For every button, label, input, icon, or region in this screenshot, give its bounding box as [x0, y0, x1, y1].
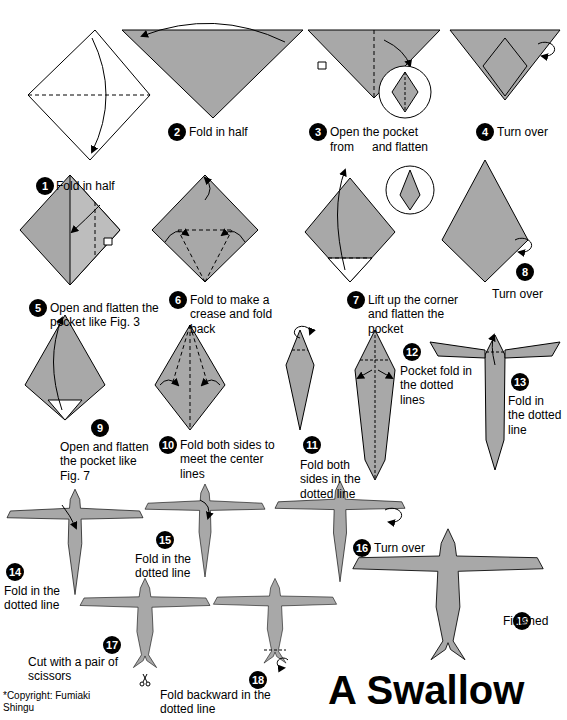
step-number: 14 — [6, 563, 24, 581]
instruction-text: Pocket fold in the dotted lines — [400, 364, 475, 407]
step-number: 2 — [168, 123, 186, 141]
instruction-text: from — [330, 140, 360, 154]
instruction-text: Lift up the corner and flatten the pocke… — [368, 293, 478, 336]
instruction-text: Fold both sides to meet the center lines — [180, 438, 285, 481]
instruction-text: Fold in the dotted line — [4, 584, 62, 613]
instruction-text: Open and flatten the pocket like Fig. 7 — [60, 440, 150, 483]
instruction-text: Fold in the dotted line — [508, 394, 563, 437]
step-number: 4 — [476, 123, 494, 141]
step-number: 7 — [347, 291, 365, 309]
copyright-note: *Copyright: Fumiaki Shingu — [3, 690, 113, 713]
instruction-text: Open the pocket — [330, 125, 440, 139]
instruction-text: Turn over — [492, 287, 562, 301]
instruction-text: Finished — [503, 614, 563, 628]
step-number: 16 — [353, 539, 371, 557]
step-number: 1 — [36, 177, 54, 195]
step-number: 8 — [516, 263, 534, 281]
instruction-text: Turn over — [497, 125, 563, 139]
step-number: 10 — [159, 436, 177, 454]
step-number: 9 — [91, 419, 109, 437]
instruction-text: and flatten — [372, 140, 452, 154]
step-number: 12 — [403, 343, 421, 361]
instruction-text: Fold to make a crease and fold back — [190, 293, 285, 336]
instruction-text: Fold backward in the dotted line — [160, 688, 280, 717]
instruction-text: Turn over — [374, 541, 444, 555]
instruction-text: Open and flatten the pocket like Fig. 3 — [50, 301, 160, 330]
step-number: 11 — [303, 436, 321, 454]
instruction-text: Fold in the dotted line — [135, 552, 197, 581]
step-number: 13 — [511, 373, 529, 391]
instruction-text: Fold in half — [56, 179, 156, 193]
instruction-text: Cut with a pair of scissors — [28, 655, 133, 684]
step-number: 6 — [169, 291, 187, 309]
instruction-text: Fold both sides in the dotted line — [300, 458, 380, 501]
step-number: 18 — [249, 671, 267, 689]
instruction-text: Fold in half — [189, 125, 289, 139]
step-number: 17 — [103, 636, 121, 654]
step-number: 5 — [29, 299, 47, 317]
step-number: 3 — [309, 123, 327, 141]
title: A Swallow — [328, 668, 524, 712]
step-number: 15 — [156, 531, 174, 549]
